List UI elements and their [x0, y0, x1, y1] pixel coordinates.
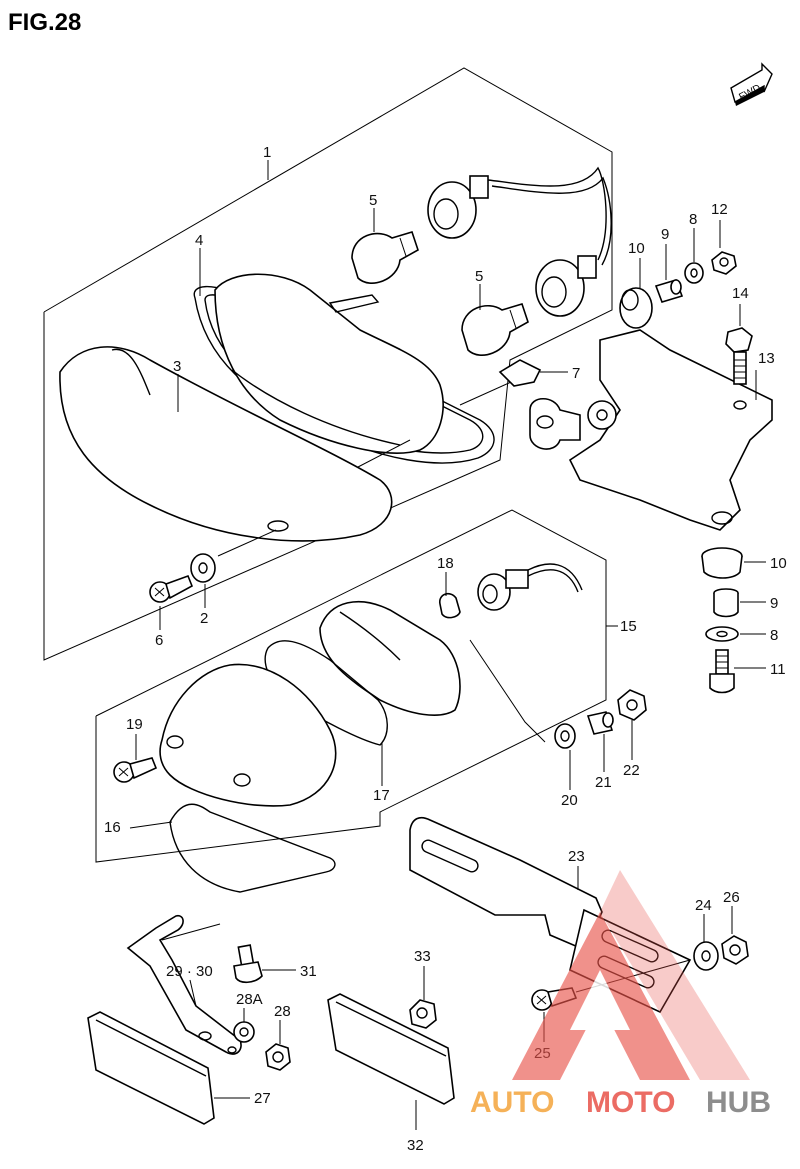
watermark-text-hub: HUB [706, 1086, 771, 1119]
license-lamp-lens [159, 663, 337, 807]
callout-7: 7 [572, 365, 580, 382]
callout-8-lower: 8 [770, 627, 778, 644]
callout-18: 18 [437, 555, 454, 572]
tail-lamp-lens [59, 346, 393, 542]
washer-part-8-upper [684, 262, 704, 284]
nut-part-28a [233, 1021, 255, 1043]
collar-part-9-upper [654, 279, 684, 303]
callout-4: 4 [195, 232, 203, 249]
license-lens-gasket-part-16 [169, 803, 336, 893]
bolt-part-14 [725, 327, 753, 385]
callout-26: 26 [723, 889, 740, 906]
reflector-part-32 [327, 993, 455, 1105]
collar-part-21 [586, 711, 614, 735]
nut-part-28 [265, 1043, 291, 1071]
housing-stud [328, 294, 380, 313]
grommet-part-10-lower [701, 547, 743, 579]
collar-part-9-lower [713, 588, 739, 618]
wiring-harness [487, 166, 607, 261]
license-lamp-outline [95, 509, 607, 863]
reflector-bracket-part-29-30 [126, 914, 242, 1055]
assembly-outline [43, 67, 613, 661]
reflector-part-27 [87, 1011, 215, 1125]
washer-part-24 [693, 941, 719, 971]
bolt-part-11 [709, 649, 735, 694]
license-lamp-housing [319, 600, 461, 716]
nut-part-12 [711, 251, 737, 275]
callout-24: 24 [695, 897, 712, 914]
housing-ribs [339, 611, 401, 661]
lens-edge [111, 348, 151, 396]
callout-11: 11 [770, 661, 786, 678]
housing-detail [231, 369, 401, 446]
callout-6: 6 [155, 632, 163, 649]
license-socket [477, 563, 583, 611]
watermark-text-auto: AUTO [470, 1086, 554, 1119]
callout-13: 13 [758, 350, 775, 367]
callout-5-upper: 5 [369, 192, 377, 209]
automotohub-watermark: AUTO MOTO HUB [470, 870, 771, 1119]
washer-part-2 [190, 553, 216, 583]
screw-part-19 [113, 757, 158, 783]
callout-15: 15 [620, 618, 637, 635]
callout-22: 22 [623, 762, 640, 779]
washer-part-8-lower [705, 626, 739, 642]
nut-part-26 [721, 935, 749, 965]
callout-10-upper: 10 [628, 240, 645, 257]
tail-lamp-assembly-group [43, 67, 613, 661]
figure-title: FIG.28 [8, 9, 81, 36]
bulb-lower [461, 303, 529, 356]
lens-hole [267, 520, 289, 532]
watermark-text-moto: MOTO [586, 1086, 675, 1119]
callout-27: 27 [254, 1090, 271, 1107]
callout-23: 23 [568, 848, 585, 865]
lamp-housing [214, 273, 444, 454]
bulb-part-18 [439, 592, 461, 619]
bulb-socket-lower [535, 255, 597, 317]
nut-part-33 [409, 999, 437, 1029]
callout-8-upper: 8 [689, 211, 697, 228]
callout-19: 19 [126, 716, 143, 733]
callout-31: 31 [300, 963, 317, 980]
callout-32: 32 [407, 1137, 424, 1154]
wiring-harness-2 [491, 176, 612, 266]
callout-28: 28 [274, 1003, 291, 1020]
nut-part-22 [617, 689, 647, 721]
callout-9-upper: 9 [661, 226, 669, 243]
callout-labels: 1 5 5 4 3 6 2 7 10 9 8 12 14 13 10 9 8 1… [104, 144, 787, 1154]
callout-3: 3 [173, 358, 181, 375]
callout-1: 1 [263, 144, 271, 161]
callout-21: 21 [595, 774, 612, 791]
callout-leaders [129, 160, 766, 1130]
callout-9-lower: 9 [770, 595, 778, 612]
callout-16: 16 [104, 819, 121, 836]
watermark-triangle-logo [512, 870, 750, 1080]
forward-arrow-icon: FWD [730, 62, 773, 106]
bolt-part-31 [233, 944, 263, 984]
callout-5-lower: 5 [475, 268, 483, 285]
license-lamp-assembly-group [95, 509, 647, 893]
callout-33: 33 [414, 948, 431, 965]
bulb-upper [351, 231, 419, 284]
callout-14: 14 [732, 285, 749, 302]
screw-part-6 [149, 574, 194, 603]
callout-28a: 28A [236, 991, 263, 1008]
bulb-socket-upper [427, 175, 489, 239]
callout-20: 20 [561, 792, 578, 809]
callout-10-lower: 10 [770, 555, 787, 572]
clip-part-7 [498, 359, 542, 387]
grommet-part-10-upper [619, 287, 653, 329]
washer-part-20 [554, 723, 576, 749]
license-leader [469, 639, 546, 743]
callout-12: 12 [711, 201, 728, 218]
callout-17: 17 [373, 787, 390, 804]
callout-2: 2 [200, 610, 208, 627]
callout-29-30: 29 · 30 [166, 963, 213, 980]
